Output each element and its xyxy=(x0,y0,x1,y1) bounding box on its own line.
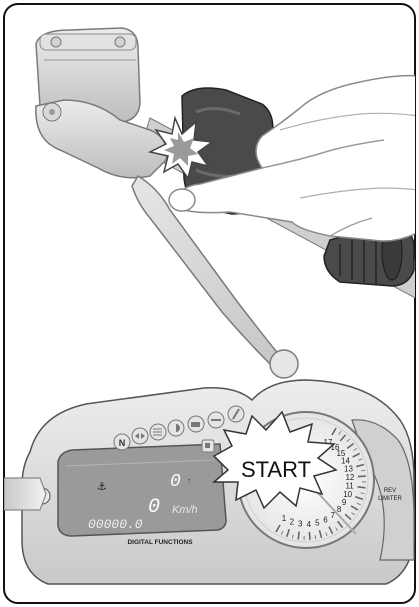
tachometer-tick xyxy=(358,476,366,477)
rev-limiter-label-1: REV xyxy=(384,488,396,494)
tachometer-tick-label: 5 xyxy=(315,519,320,528)
lcd-speed-unit: Km/h xyxy=(172,504,198,516)
tachometer-tick-label: 2 xyxy=(290,518,295,527)
svg-text:N: N xyxy=(119,438,126,448)
pointer-arrow xyxy=(4,478,46,510)
tachometer-tick-label: 11 xyxy=(345,482,354,491)
lcd-odometer: 00000.0 xyxy=(88,517,143,532)
tachometer-tick-label: 3 xyxy=(298,520,303,529)
tachometer-tick-label: 4 xyxy=(307,520,312,529)
tachometer-tick-label: 10 xyxy=(343,490,352,499)
tachometer-tick xyxy=(309,532,310,540)
tachometer-tick-label: 13 xyxy=(344,465,353,474)
digital-functions-label: DIGITAL FUNCTIONS xyxy=(127,539,193,546)
lcd-gear-icon: ⚓ xyxy=(98,479,106,494)
turn-signal-icon xyxy=(132,428,148,444)
lcd-speed-value: 0 xyxy=(148,496,160,519)
instrument-panel: REV LIMITER ⚓ 0 ↑ 0 Km/h 00000.0 DIGITAL… xyxy=(22,380,414,584)
lcd-shift-arrow-icon: ↑ xyxy=(186,477,192,488)
tachometer-tick-label: 12 xyxy=(345,473,354,482)
tachometer-tick xyxy=(298,532,299,540)
rev-limiter-label-2: LIMITER xyxy=(378,496,402,502)
tachometer-tick xyxy=(358,487,366,488)
tachometer-tick-label: 6 xyxy=(323,515,328,524)
tachometer-tick-label: 1 xyxy=(282,514,287,523)
tachometer-tick-label: 9 xyxy=(342,498,347,507)
lcd-gear-indicator: 0 xyxy=(170,472,181,492)
start-callout-label: START xyxy=(241,457,311,482)
